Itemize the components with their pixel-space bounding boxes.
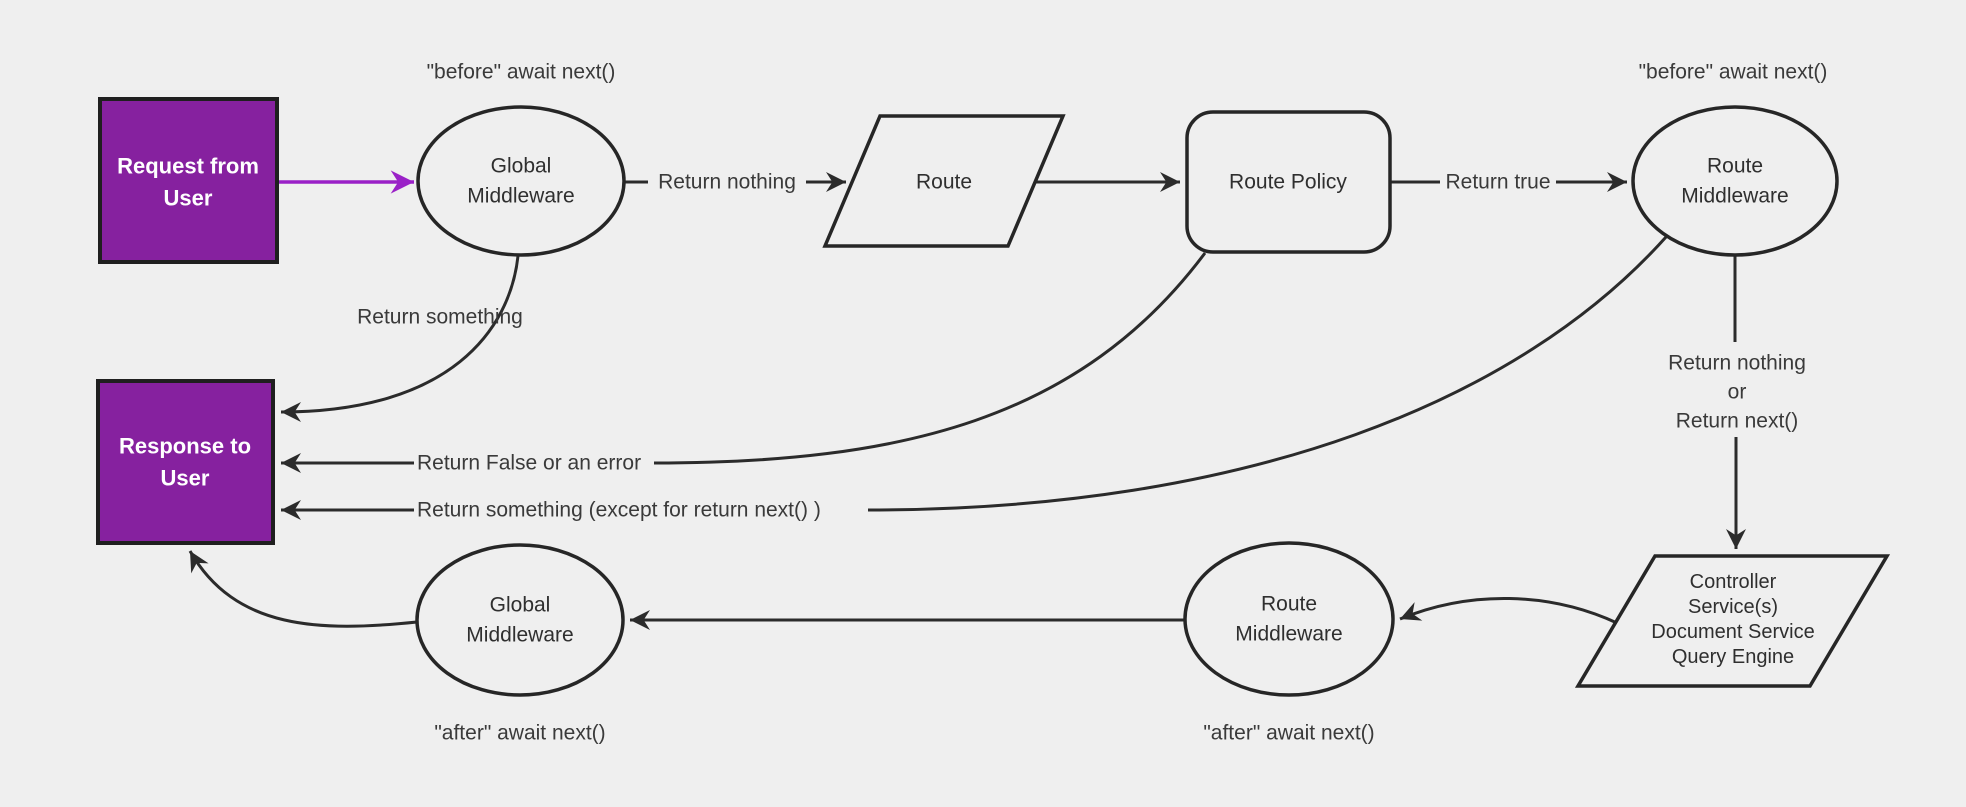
route-middleware-bottom-label-line1: Route — [1261, 593, 1317, 616]
route-middleware-bottom-label-line2: Middleware — [1235, 623, 1342, 646]
route-middleware-top-label-line1: Route — [1707, 155, 1763, 178]
label-before-await-next-top-left: "before" await next() — [427, 61, 616, 84]
edge-return-something-to-response — [280, 255, 520, 422]
global-middleware-bottom-ellipse — [415, 543, 625, 697]
node-response-to-user: Response to User — [96, 379, 275, 545]
edge-controller-to-route-middleware-bottom — [1399, 597, 1618, 625]
edge-route-policy-false-curve — [653, 252, 1207, 465]
node-global-middleware-bottom: Global Middleware — [415, 543, 625, 697]
request-box-label-line1: Request from — [117, 154, 259, 179]
global-middleware-top-label-line1: Global — [491, 155, 552, 178]
route-middleware-top-ellipse — [1631, 105, 1839, 257]
route-policy-label: Route Policy — [1229, 171, 1347, 194]
request-box-label-line2: User — [164, 186, 213, 211]
node-route-policy: Route Policy — [1185, 110, 1392, 254]
edge-global-middleware-bottom-to-response — [188, 550, 418, 628]
route-middleware-bottom-ellipse — [1183, 541, 1395, 697]
route-middleware-top-label-line2: Middleware — [1681, 185, 1788, 208]
label-return-nothing-or-line1: Return nothing — [1668, 352, 1806, 375]
node-route-middleware-bottom: Route Middleware — [1183, 541, 1395, 697]
controller-label-line2: Service(s) — [1688, 596, 1778, 618]
label-return-true: Return true — [1445, 171, 1550, 194]
edge-route-middleware-something-curve — [867, 235, 1668, 512]
label-before-await-next-top-right: "before" await next() — [1639, 61, 1828, 84]
response-box-label-line1: Response to — [119, 434, 251, 459]
node-route: Route — [822, 114, 1066, 248]
edge-labels: "before" await next() "before" await nex… — [357, 61, 1827, 745]
request-box — [98, 97, 279, 264]
route-parallelogram — [822, 114, 1066, 248]
route-policy-box — [1185, 110, 1392, 254]
global-middleware-top-label-line2: Middleware — [467, 185, 574, 208]
label-return-false-or-error: Return False or an error — [417, 452, 641, 475]
response-box-label-line2: User — [161, 466, 210, 491]
edges — [188, 170, 1746, 630]
node-request-from-user: Request from User — [98, 97, 279, 264]
node-route-middleware-top: Route Middleware — [1631, 105, 1839, 257]
route-label: Route — [916, 171, 972, 194]
label-return-nothing-or-line2: or — [1728, 381, 1747, 404]
label-return-something-except: Return something (except for return next… — [417, 499, 821, 522]
controller-parallelogram — [1574, 554, 1891, 688]
global-middleware-top-ellipse — [416, 105, 626, 257]
global-middleware-bottom-label-line2: Middleware — [466, 624, 573, 647]
label-return-nothing: Return nothing — [658, 171, 796, 194]
controller-label-line4: Query Engine — [1672, 646, 1794, 668]
label-return-something: Return something — [357, 306, 523, 329]
global-middleware-bottom-label-line1: Global — [490, 594, 551, 617]
node-global-middleware-top: Global Middleware — [416, 105, 626, 257]
label-return-nothing-or-line3: Return next() — [1676, 410, 1799, 433]
controller-label-line3: Document Service — [1651, 621, 1814, 643]
label-after-await-next-bottom-middle: "after" await next() — [1203, 722, 1374, 745]
node-controller-services: Controller Service(s) Document Service Q… — [1574, 554, 1891, 688]
response-box — [96, 379, 275, 545]
controller-label-line1: Controller — [1690, 571, 1777, 593]
label-after-await-next-bottom-left: "after" await next() — [434, 722, 605, 745]
